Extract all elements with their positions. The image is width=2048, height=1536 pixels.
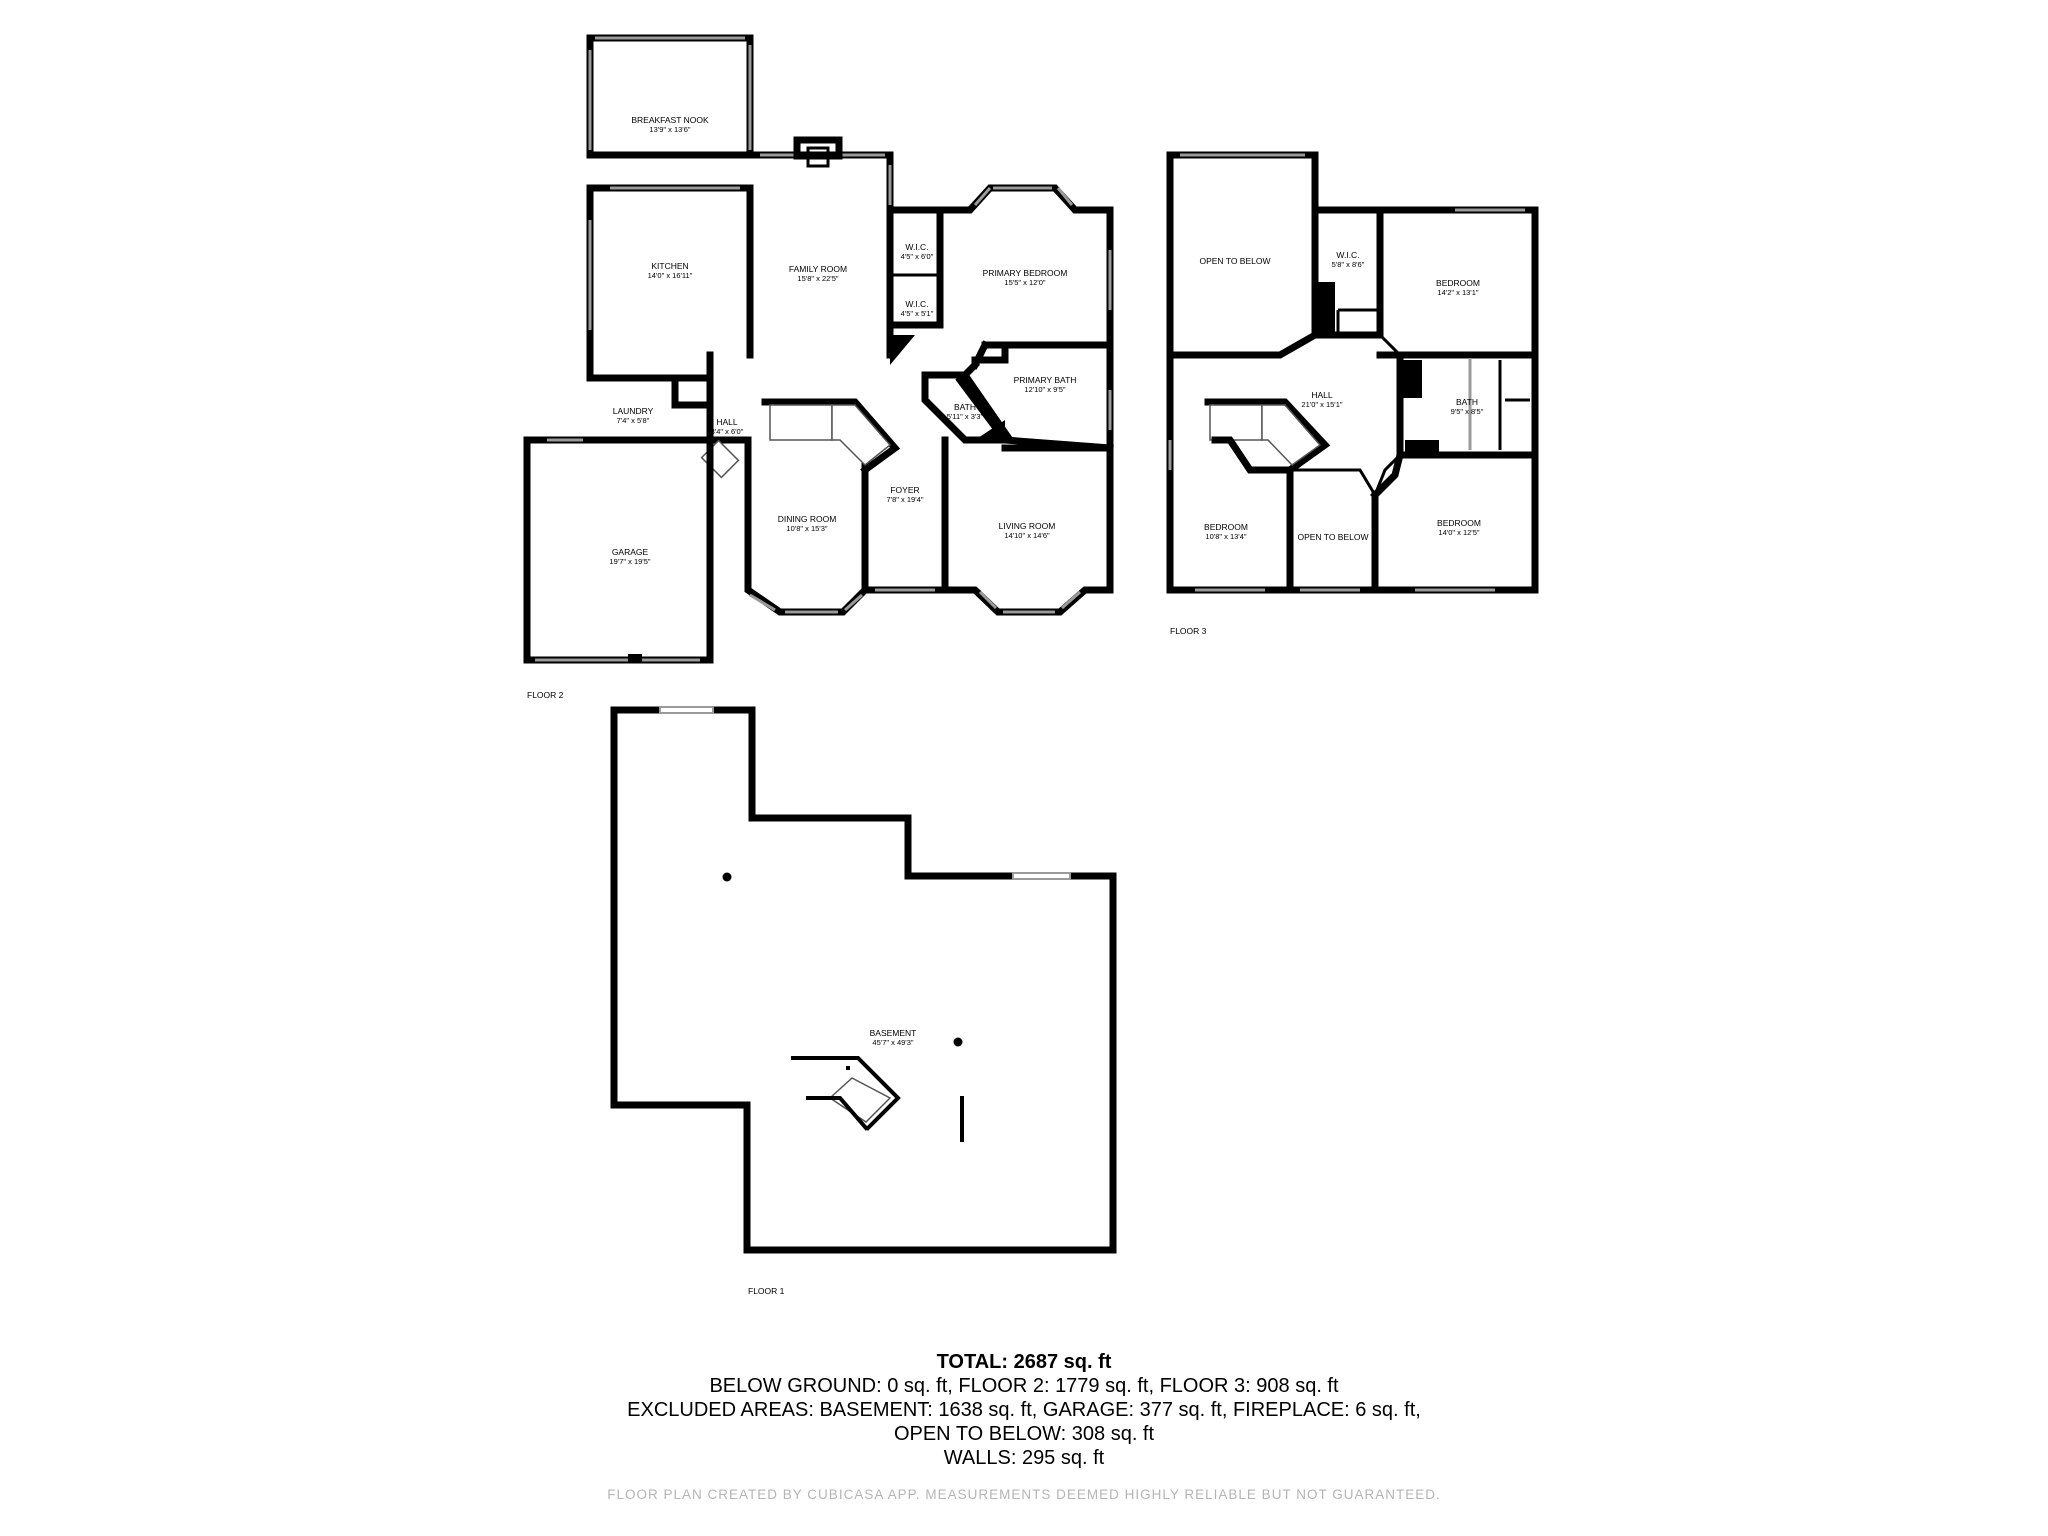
excluded-areas: EXCLUDED AREAS: BASEMENT: 1638 sq. ft, G… [627, 1399, 1421, 1421]
area-summary: TOTAL: 2687 sq. ft BELOW GROUND: 0 sq. f… [0, 1350, 2048, 1470]
room-name: W.I.C. [1336, 250, 1359, 260]
room-dimensions: 12'10" x 9'5" [1024, 385, 1065, 394]
room-dimensions: 19'7" x 19'5" [609, 557, 650, 566]
room-name: HALL [1311, 390, 1333, 400]
room-name: OPEN TO BELOW [1199, 256, 1270, 266]
room-name: HALL [716, 417, 738, 427]
floor-label: FLOOR 2 [527, 690, 564, 700]
room-dimensions: 5'11" x 3'3" [947, 412, 984, 421]
room-name: BREAKFAST NOOK [631, 115, 709, 125]
staircase [769, 404, 892, 467]
total-area: TOTAL: 2687 sq. ft [936, 1351, 1112, 1373]
room-name: BEDROOM [1436, 278, 1480, 288]
room-dimensions: 7'8" x 19'4" [887, 495, 924, 504]
floor-3-plan [1166, 151, 1539, 594]
room-name: GARAGE [612, 547, 649, 557]
room-dimensions: 15'5" x 12'0" [1004, 278, 1045, 287]
floor-label: FLOOR 3 [1170, 626, 1207, 636]
room-dimensions: 15'8" x 22'5" [797, 274, 838, 283]
room-dimensions: 45'7" x 49'3" [872, 1038, 913, 1047]
room-dimensions: 8'4" x 6'0" [711, 427, 744, 436]
room-name: DINING ROOM [778, 514, 837, 524]
room-name: BASEMENT [870, 1028, 917, 1038]
room-dimensions: 14'2" x 13'1" [1437, 288, 1478, 297]
disclaimer-footer: FLOOR PLAN CREATED BY CUBICASA APP. MEAS… [607, 1487, 1441, 1502]
room-dimensions: 10'8" x 13'4" [1205, 532, 1246, 541]
room-dimensions: 14'0" x 16'11" [648, 271, 693, 280]
staircase-floor-3 [1209, 404, 1322, 466]
room-name: BATH [954, 402, 976, 412]
room-name: FAMILY ROOM [789, 264, 847, 274]
room-dimensions: 14'10" x 14'6" [1004, 531, 1050, 540]
room-dimensions: 4'5" x 5'1" [901, 309, 934, 318]
room-dimensions: 13'9" x 13'6" [649, 125, 690, 134]
room-name: KITCHEN [651, 261, 688, 271]
room-name: W.I.C. [905, 299, 928, 309]
floor-2-plan [523, 34, 1114, 664]
floor-1-plan [610, 706, 1117, 1254]
room-dimensions: 14'0" x 12'5" [1438, 528, 1479, 537]
room-dimensions: 7'4" x 5'8" [617, 416, 650, 425]
room-dimensions: 21'0" x 15'1" [1301, 400, 1342, 409]
room-name: BEDROOM [1437, 518, 1481, 528]
room-dimensions: 4'5" x 6'0" [901, 252, 934, 261]
room-name: LAUNDRY [613, 406, 654, 416]
room-name: LIVING ROOM [999, 521, 1056, 531]
open-to-below-area: OPEN TO BELOW: 308 sq. ft [893, 1423, 1155, 1445]
walls-area: WALLS: 295 sq. ft [943, 1447, 1105, 1469]
below-ground-area: BELOW GROUND: 0 sq. ft, FLOOR 2: 1779 sq… [709, 1375, 1339, 1397]
room-name: PRIMARY BEDROOM [983, 268, 1068, 278]
room-name: BATH [1456, 397, 1478, 407]
room-dimensions: 10'8" x 15'3" [786, 524, 827, 533]
room-name: BEDROOM [1204, 522, 1248, 532]
room-name: OPEN TO BELOW [1297, 532, 1368, 542]
room-name: FOYER [890, 485, 919, 495]
room-dimensions: 9'5" x 8'5" [1451, 407, 1484, 416]
room-dimensions: 5'8" x 8'6" [1332, 260, 1365, 269]
room-name: PRIMARY BATH [1014, 375, 1077, 385]
basement-staircase [791, 1056, 901, 1131]
room-name: W.I.C. [905, 242, 928, 252]
floor-label: FLOOR 1 [748, 1286, 785, 1296]
